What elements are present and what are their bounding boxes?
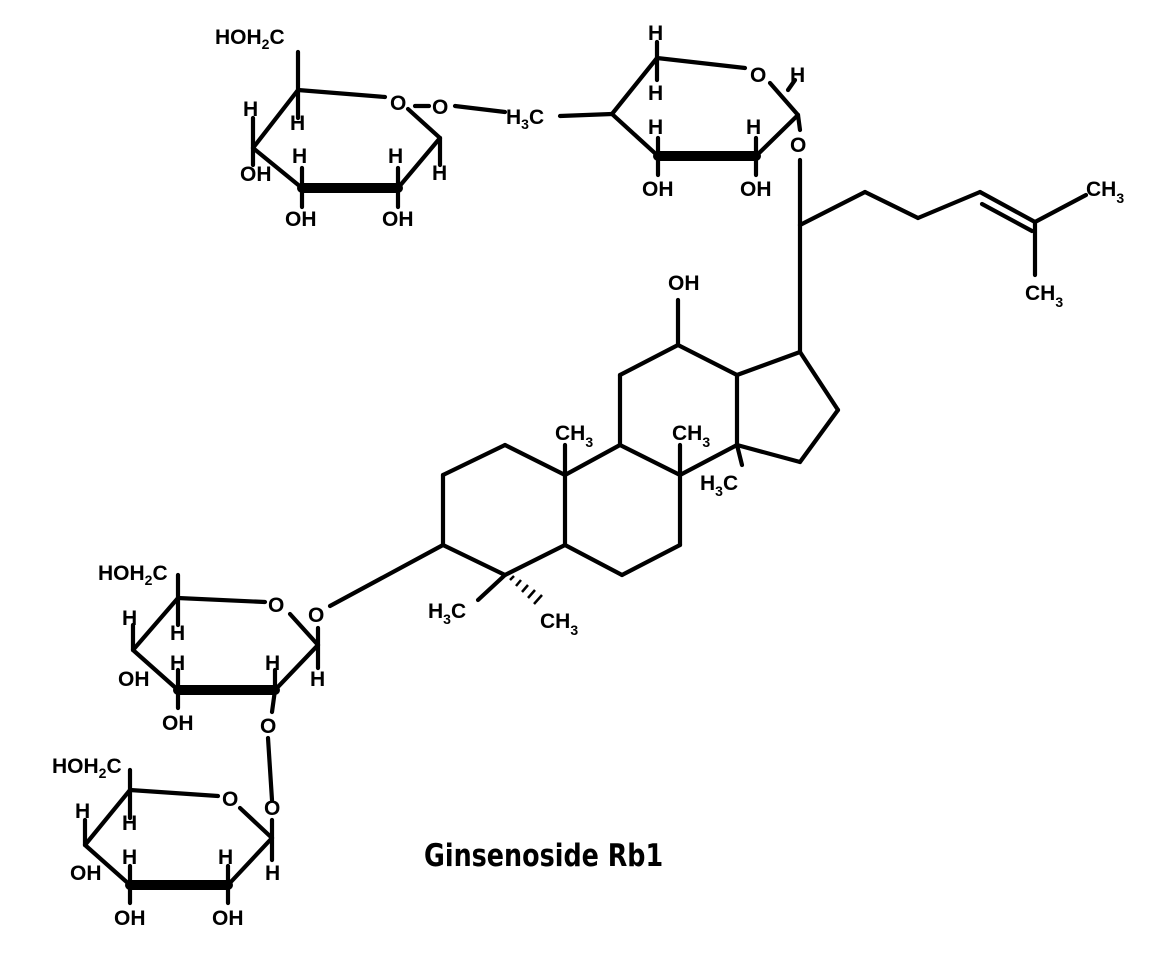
hydrogen: H [170, 652, 185, 675]
glucose-ring-bottom [82, 767, 275, 906]
compound-name-caption: Ginsenoside Rb1 [424, 838, 664, 874]
methyl-label: H3C [700, 472, 738, 499]
hydroxyl: OH [382, 208, 414, 231]
ring-oxygen: O [390, 92, 406, 115]
hydroxyl: OH [740, 178, 772, 201]
hydrogen: H [122, 812, 137, 835]
hydrogen: H [290, 112, 305, 135]
hydroxyl: OH [118, 668, 150, 691]
hydrogen: H [218, 846, 233, 869]
hydroxyl: OH [114, 907, 146, 930]
hydrogen: H [388, 145, 403, 168]
hydrogen: H [648, 22, 663, 45]
glycosidic-oxygen: O [260, 715, 276, 738]
ring-oxygen: O [222, 788, 238, 811]
labels-top-right-ring: H3C H H H H O H O OH OH [506, 22, 806, 201]
labels-bottom-ring: HOH2C O O H H H H H OH OH OH [52, 755, 280, 930]
hydrogen: H [170, 622, 185, 645]
hydroxyl: OH [285, 208, 317, 231]
hydroxyl: OH [70, 862, 102, 885]
glycosidic-oxygen: O [432, 96, 448, 119]
h3c-label: H3C [506, 106, 544, 132]
hydrogen: H [122, 846, 137, 869]
ring-oxygen: O [750, 64, 766, 87]
steroid-core [327, 297, 841, 609]
hoh2c-label: HOH2C [98, 562, 168, 588]
hydrogen: H [265, 652, 280, 675]
labels-top-left-ring: HOH2C O O H H H H H OH OH OH [215, 26, 448, 231]
hydroxyl: OH [212, 907, 244, 930]
labels-side-chain: CH3 CH3 [1025, 178, 1124, 310]
sugar-ring-top-right [557, 39, 803, 178]
hydroxyl: OH [642, 178, 674, 201]
hydrogen: H [310, 668, 325, 691]
methyl-label: CH3 [555, 422, 593, 450]
hydrogen: H [292, 145, 307, 168]
glucose-ring-middle [130, 572, 321, 803]
hydroxyl: OH [240, 163, 272, 186]
hoh2c-label: HOH2C [52, 755, 122, 781]
methyl-label: CH3 [672, 422, 710, 450]
glycosidic-oxygen: O [790, 134, 806, 157]
hydrogen: H [648, 116, 663, 139]
glycosidic-oxygen: O [264, 797, 280, 820]
hydrogen: H [432, 162, 447, 185]
hydrogen: H [122, 607, 137, 630]
hydrogen: H [75, 800, 90, 823]
hydroxyl: OH [162, 712, 194, 735]
hydrogen: H [648, 82, 663, 105]
glycosidic-oxygen: O [308, 604, 324, 627]
hoh2c-label: HOH2C [215, 26, 285, 52]
labels-steroid-core: OH CH3 CH3 H3C H3C CH3 [428, 272, 738, 638]
ring-oxygen: O [268, 594, 284, 617]
methyl-label: CH3 [1025, 282, 1063, 310]
glucose-ring-top-left [250, 49, 508, 210]
hydrogen: H [790, 64, 805, 87]
hydrogen: H [746, 116, 761, 139]
methyl-label: CH3 [1086, 178, 1124, 206]
methyl-label: H3C [428, 600, 466, 627]
side-chain [797, 157, 1089, 355]
hydrogen: H [243, 98, 258, 121]
hydroxyl-c12: OH [668, 272, 700, 295]
labels-middle-ring: HOH2C O O H H H H H OH OH O [98, 562, 325, 738]
hydrogen: H [265, 862, 280, 885]
methyl-label: CH3 [540, 610, 578, 638]
